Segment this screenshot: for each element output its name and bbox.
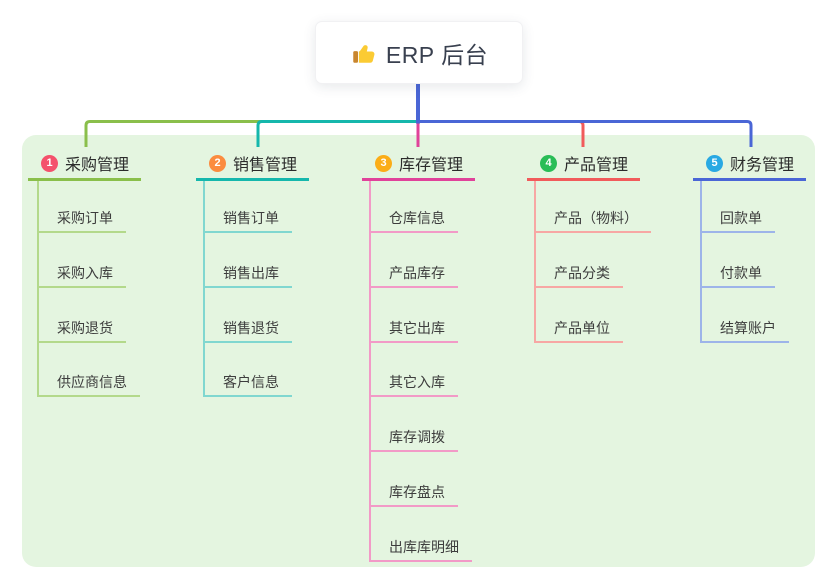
child-node[interactable]: 销售出库	[204, 261, 292, 288]
child-connector-line-2	[203, 179, 205, 398]
branch-number-badge: 5	[706, 154, 723, 172]
child-node[interactable]: 其它入库	[370, 370, 458, 397]
branch-number-badge: 1	[41, 154, 58, 172]
child-node[interactable]: 供应商信息	[38, 370, 140, 397]
child-node[interactable]: 其它出库	[370, 316, 458, 343]
child-node[interactable]: 产品库存	[370, 261, 458, 288]
branch-number-badge: 3	[375, 154, 392, 172]
child-node[interactable]: 产品（物料）	[535, 206, 651, 233]
topic-node-5[interactable]: 5 财务管理	[693, 150, 807, 181]
child-node[interactable]: 采购入库	[38, 261, 126, 288]
child-node[interactable]: 销售订单	[204, 206, 292, 233]
connector-branch-5	[418, 120, 753, 147]
child-node[interactable]: 出库库明细	[370, 535, 472, 562]
connector-branch-1	[84, 120, 418, 147]
child-connector-line-3	[369, 179, 371, 562]
branches-panel	[22, 135, 815, 567]
child-node[interactable]: 库存调拨	[370, 425, 458, 452]
topic-label: 财务管理	[730, 157, 795, 174]
topic-label: 库存管理	[399, 157, 464, 174]
child-node[interactable]: 付款单	[701, 261, 775, 288]
topic-node-3[interactable]: 3 库存管理	[362, 150, 476, 181]
child-node[interactable]: 采购退货	[38, 316, 126, 343]
root-node[interactable]: ERP 后台	[315, 21, 523, 84]
child-node[interactable]: 销售退货	[204, 316, 292, 343]
child-node[interactable]: 仓库信息	[370, 206, 458, 233]
child-node[interactable]: 结算账户	[701, 316, 789, 343]
child-connector-line-4	[534, 179, 536, 343]
child-node[interactable]: 采购订单	[38, 206, 126, 233]
connector-branch-4	[418, 120, 585, 147]
child-connector-line-1	[37, 179, 39, 398]
child-node[interactable]: 产品分类	[535, 261, 623, 288]
child-node[interactable]: 产品单位	[535, 316, 623, 343]
child-node[interactable]: 库存盘点	[370, 480, 458, 507]
child-node[interactable]: 客户信息	[204, 370, 292, 397]
topic-label: 采购管理	[65, 157, 130, 174]
thumbs-up-icon	[353, 44, 375, 63]
child-connector-line-5	[700, 179, 702, 343]
topic-label: 产品管理	[564, 157, 629, 174]
topic-node-1[interactable]: 1 采购管理	[28, 150, 142, 181]
child-node[interactable]: 回款单	[701, 206, 775, 233]
topic-node-4[interactable]: 4 产品管理	[527, 150, 641, 181]
root-title: ERP 后台	[385, 41, 489, 68]
branch-number-badge: 4	[540, 154, 557, 172]
topic-node-2[interactable]: 2 销售管理	[196, 150, 310, 181]
topic-label: 销售管理	[233, 157, 298, 174]
branch-number-badge: 2	[209, 154, 226, 172]
connector-branch-2	[256, 120, 418, 147]
